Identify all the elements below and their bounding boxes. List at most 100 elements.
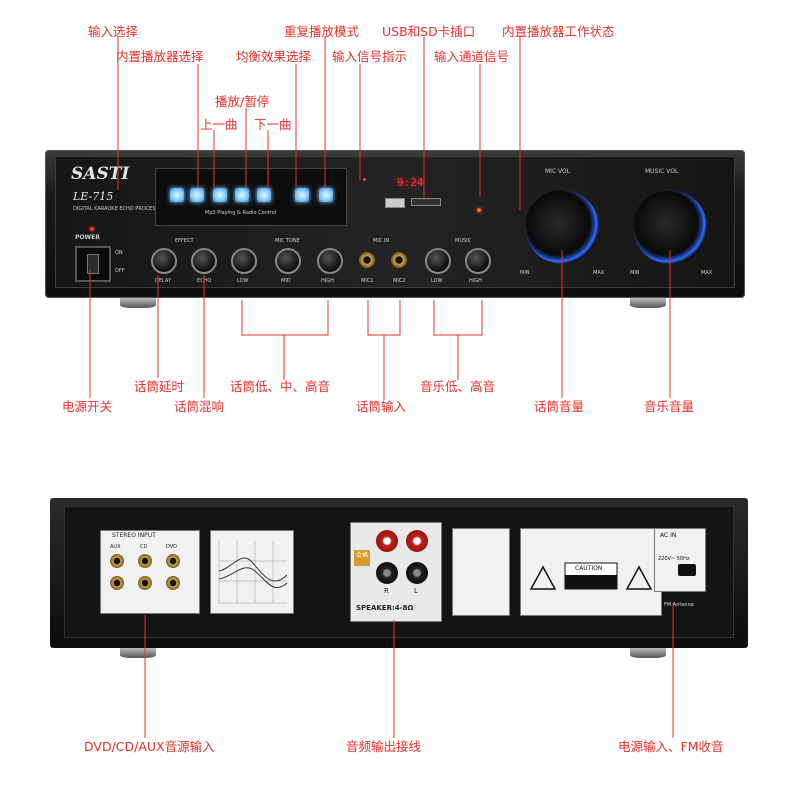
music-high-knob[interactable] <box>465 248 491 274</box>
power-switch[interactable] <box>75 246 111 282</box>
amplifier-front-panel: SASTI LE-715 DIGITAL KARAOKE ECHO PROCES… <box>45 150 745 298</box>
label-music-tone: 音乐低、高音 <box>420 379 496 394</box>
fm-antenna-label: FM Antenna <box>664 602 694 608</box>
speaker-terminal-l-minus[interactable] <box>406 562 428 584</box>
back-foot-right <box>630 648 666 658</box>
dvd-jack-l[interactable] <box>166 576 180 590</box>
player-control-strip <box>155 168 347 226</box>
music-vol-label: MUSIC VOL <box>645 168 679 175</box>
next-track-button[interactable] <box>257 188 271 202</box>
label-mic-volume: 话筒音量 <box>534 399 585 414</box>
label-mic-echo: 话筒混响 <box>174 399 225 414</box>
label-builtin-player-select: 内置播放器选择 <box>116 49 204 64</box>
delay-label: DELAY <box>155 278 171 284</box>
mic-high-knob[interactable] <box>317 248 343 274</box>
label-dvd-cd-aux-input: DVD/CD/AUX音源输入 <box>84 739 215 754</box>
stereo-input-panel <box>100 530 200 614</box>
label-next-track: 下一曲 <box>254 117 292 132</box>
power-label: POWER <box>75 234 100 241</box>
label-eq-select: 均衡效果选择 <box>236 49 312 64</box>
ac-input-panel <box>654 528 706 592</box>
stereo-input-label: STEREO INPUT <box>112 532 156 539</box>
play-pause-button[interactable] <box>235 188 249 202</box>
back-foot-left <box>120 648 156 658</box>
mic2-label: MIC2 <box>393 278 406 284</box>
music-label: MUSIC <box>455 238 472 244</box>
label-input-signal-indicator: 输入信号指示 <box>332 49 408 64</box>
led-display: 9:24 <box>397 176 424 189</box>
cd-jack-r[interactable] <box>138 554 152 568</box>
mic-high-label: HIGH <box>321 278 334 284</box>
input-select-button[interactable] <box>170 188 184 202</box>
repeat-mode-button[interactable] <box>319 188 333 202</box>
label-mic-tone: 话筒低、中、高音 <box>230 379 331 394</box>
player-select-button[interactable] <box>190 188 204 202</box>
label-play-pause: 播放/暂停 <box>215 94 270 109</box>
effect-label: EFFECT <box>175 238 194 244</box>
front-foot-left <box>120 298 156 308</box>
caution-label: CAUTION <box>520 528 662 616</box>
aux-jack-l[interactable] <box>110 576 124 590</box>
on-label: ON <box>115 250 123 256</box>
label-music-volume: 音乐音量 <box>644 399 695 414</box>
mic-low-label: LOW <box>237 278 249 284</box>
music-high-label: HIGH <box>469 278 482 284</box>
speaker-label: SPEAKER:4-8Ω <box>356 604 414 612</box>
mic-tone-label: MIC TONE <box>275 238 300 244</box>
label-mic-input: 话筒输入 <box>356 399 407 414</box>
label-player-status: 内置播放器工作状态 <box>502 24 615 39</box>
sd-slot[interactable] <box>411 198 441 206</box>
power-cord-plug[interactable] <box>678 564 696 576</box>
mic1-jack[interactable] <box>359 252 375 268</box>
qc-sticker: 合格 <box>354 550 370 566</box>
aux-jack-r[interactable] <box>110 554 124 568</box>
cd-label-top: CD <box>140 544 148 550</box>
music-vol-min: MIN <box>630 270 640 276</box>
speaker-terminal-r-minus[interactable] <box>376 562 398 584</box>
caution-text: CAUTION <box>575 565 603 572</box>
delay-knob[interactable] <box>151 248 177 274</box>
music-vol-max: MAX <box>701 270 713 276</box>
label-power-fm-input: 电源输入、FM收音 <box>618 739 724 754</box>
mic-mid-label: MID <box>281 278 291 284</box>
mic2-jack[interactable] <box>391 252 407 268</box>
aux-label-top: AUX <box>110 544 121 550</box>
mic-vol-min: MIN <box>520 270 530 276</box>
label-prev-track: 上一曲 <box>200 117 238 132</box>
power-led <box>90 227 94 231</box>
mic-in-label: MIC IN <box>373 238 390 244</box>
frequency-response-graph <box>210 530 294 614</box>
amplifier-back-panel: STEREO INPUT AUX CD DVD 合格 R L SPEAKER:4… <box>50 498 748 648</box>
player-status-led <box>477 208 481 212</box>
terminal-r-label: R <box>384 587 389 595</box>
music-low-label: LOW <box>431 278 443 284</box>
usb-slot[interactable] <box>385 198 405 208</box>
front-foot-right <box>630 298 666 308</box>
label-input-select: 输入选择 <box>88 24 139 39</box>
instruction-label <box>452 528 510 616</box>
label-usb-sd-slot: USB和SD卡插口 <box>382 24 476 39</box>
dvd-jack-r[interactable] <box>166 554 180 568</box>
model-name: LE-715 <box>73 190 114 203</box>
terminal-l-label: L <box>414 587 418 595</box>
label-power-switch: 电源开关 <box>62 399 113 414</box>
model-subtitle: DIGITAL KARAOKE ECHO PROCESSOR <box>73 206 167 212</box>
eq-select-button[interactable] <box>295 188 309 202</box>
music-low-knob[interactable] <box>425 248 451 274</box>
prev-track-button[interactable] <box>213 188 227 202</box>
ac-in-label: AC IN <box>660 532 677 539</box>
echo-knob[interactable] <box>191 248 217 274</box>
mic-vol-max: MAX <box>593 270 605 276</box>
speaker-terminal-r-plus[interactable] <box>376 530 398 552</box>
speaker-terminal-l-plus[interactable] <box>406 530 428 552</box>
cd-jack-l[interactable] <box>138 576 152 590</box>
brand-logo: SASTI <box>71 164 130 184</box>
mic1-label: MIC1 <box>361 278 374 284</box>
off-label: OFF <box>115 268 125 274</box>
input-signal-led <box>363 178 366 181</box>
mic-low-knob[interactable] <box>231 248 257 274</box>
label-repeat-mode: 重复播放模式 <box>284 24 360 39</box>
mic-mid-knob[interactable] <box>275 248 301 274</box>
label-audio-output: 音频输出接线 <box>346 739 422 754</box>
